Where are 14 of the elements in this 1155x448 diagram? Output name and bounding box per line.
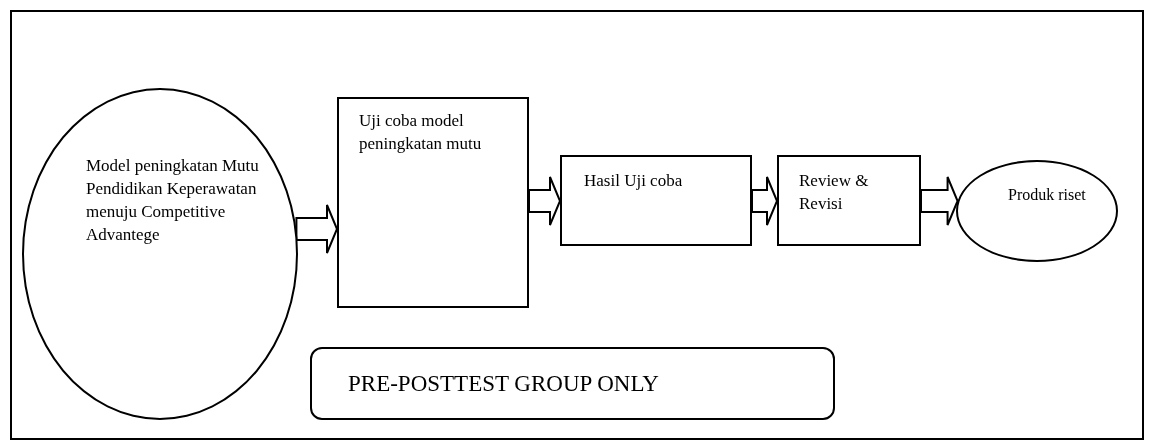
- node-label: PRE-POSTTEST GROUP ONLY: [348, 370, 660, 398]
- node-label: Hasil Uji coba: [584, 170, 684, 192]
- node-label: Model peningkatan Mutu Pendidikan Keperawatan menuju Competitive Advantege: [86, 155, 260, 246]
- block-arrow: [295, 204, 339, 254]
- block-arrow: [751, 176, 779, 226]
- block-arrow: [528, 176, 562, 226]
- note-box: [310, 347, 835, 420]
- block-arrow: [920, 176, 959, 226]
- node-label: Produk riset: [1008, 185, 1086, 205]
- process-box: [777, 155, 921, 246]
- node-label: Uji coba model peningkatan mutu: [359, 110, 483, 155]
- node-label: Review & Revisi: [799, 170, 870, 215]
- process-box: [560, 155, 752, 246]
- process-box: [337, 97, 529, 308]
